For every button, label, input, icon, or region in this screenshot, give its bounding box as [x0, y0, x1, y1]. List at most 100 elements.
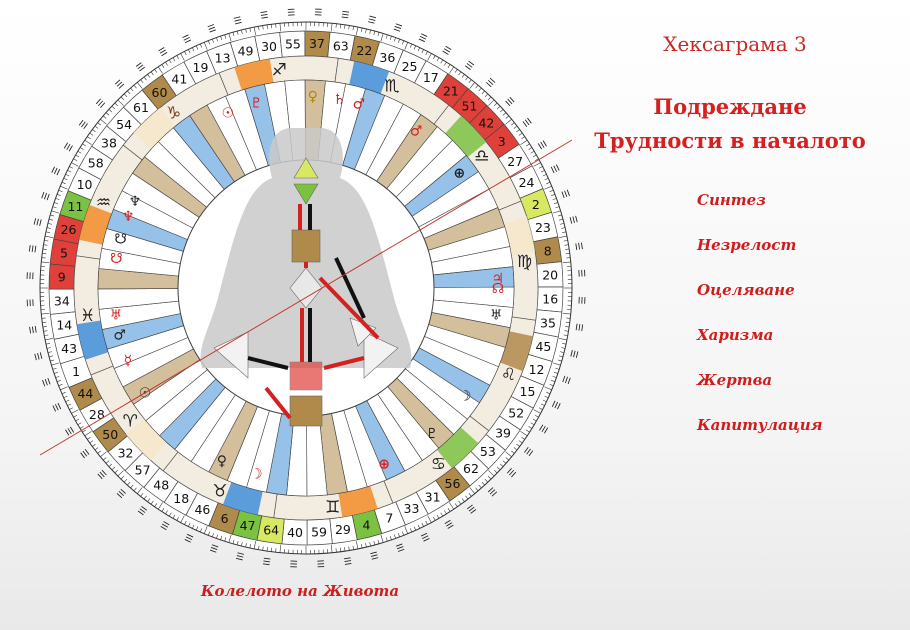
hexagram-glyph: ☰ [182, 34, 194, 47]
hexagram-glyph: ☰ [485, 485, 498, 498]
throat-center [292, 230, 320, 262]
hexagram-glyph: ☰ [63, 142, 76, 154]
hexagram-glyph: ☰ [504, 465, 517, 478]
hexagram-glyph: ☰ [463, 60, 475, 73]
gate-number: 50 [102, 427, 118, 442]
planet-icon: ♆ [122, 209, 135, 225]
hexagram-glyph: ☰ [160, 518, 172, 531]
gate-number: 16 [542, 291, 558, 306]
gate-number: 23 [535, 220, 551, 235]
gate-number: 12 [529, 362, 545, 377]
planet-icon: ♆ [129, 194, 142, 210]
gate-number: 39 [495, 425, 511, 440]
gate-number: 49 [238, 44, 254, 59]
hexagram-glyph: ☰ [575, 269, 585, 278]
gate-number: 46 [194, 502, 210, 517]
gate-number: 52 [508, 405, 524, 420]
planet-icon: ♂ [353, 96, 366, 112]
hexagram-glyph: ☰ [572, 242, 583, 251]
gate-number: 20 [542, 267, 558, 282]
hexagram-glyph: ☰ [440, 45, 452, 58]
zodiac-sign-icon: ♈ [123, 411, 138, 431]
keyword-item: Жертва [697, 366, 823, 411]
gate-number: 9 [58, 270, 66, 285]
hexagram-glyph: ☰ [567, 215, 579, 225]
hexagram-glyph: ☰ [26, 271, 36, 280]
zodiac-sign-icon: ♍ [517, 252, 532, 272]
gate-number: 1 [72, 364, 80, 379]
gate-number: 55 [285, 36, 301, 51]
hexagram-title: Хексаграма 3 [600, 32, 870, 56]
gate-number: 8 [544, 244, 552, 259]
planet-icon: ☋ [114, 231, 126, 247]
hexagram-glyph: ☰ [207, 23, 218, 35]
hexagram-glyph: ☰ [34, 351, 46, 361]
keyword-item: Оцеляване [697, 276, 823, 321]
gate-number: 29 [335, 522, 351, 537]
hexagram-glyph: ☰ [114, 79, 127, 92]
gate-number: 14 [56, 317, 72, 332]
gate-number: 28 [89, 407, 105, 422]
root-center [290, 396, 322, 426]
hexagram-glyph: ☰ [209, 541, 220, 553]
gate-number: 4 [362, 517, 370, 532]
gate-number: 54 [116, 117, 132, 132]
zodiac-sign-icon: ♎ [474, 147, 489, 167]
gate-number: 33 [404, 501, 420, 516]
gate-number: 48 [153, 478, 169, 493]
hexagram-glyph: ☰ [235, 549, 245, 561]
gate-number: 24 [519, 175, 535, 190]
hexagram-glyph: ☰ [394, 540, 405, 552]
gate-number: 47 [240, 518, 256, 533]
planet-icon: ☋ [110, 251, 122, 267]
hexagram-glyph: ☰ [95, 98, 108, 111]
planet-icon: ☉ [139, 386, 152, 402]
gate-number: 22 [356, 43, 372, 58]
gate-number: 41 [171, 71, 187, 86]
gate-number: 53 [480, 444, 496, 459]
gate-number: 27 [507, 154, 523, 169]
hexagram-glyph: ☰ [465, 502, 477, 515]
planet-icon: ♂ [410, 124, 423, 140]
gate-number: 31 [425, 490, 441, 505]
hexagram-glyph: ☰ [536, 422, 549, 434]
planet-icon: ☉ [222, 106, 235, 122]
zodiac-sign-icon: ♒ [96, 193, 111, 213]
zodiac-sign-icon: ♏ [384, 76, 399, 96]
gate-number: 56 [445, 476, 461, 491]
gate-number: 18 [173, 491, 189, 506]
gate-number: 51 [461, 99, 477, 114]
hexagram-glyph: ☰ [52, 401, 65, 413]
planet-icon: ♇ [426, 426, 439, 442]
life-wheel: ☰☰☰☰☰☰☰☰☰☰☰☰☰☰☰☰☰☰☰☰☰☰☰☰☰☰☰☰☰☰☰☰☰☰☰☰☰☰☰☰… [0, 0, 640, 630]
hexagram-name: Подреждане Трудности в началото [585, 90, 875, 158]
gate-number: 40 [287, 525, 303, 540]
hexagram-glyph: ☰ [559, 374, 571, 385]
planet-icon: ♅ [110, 308, 123, 324]
hexagram-glyph: ☰ [316, 557, 325, 567]
keyword-item: Синтез [697, 186, 823, 231]
gate-number: 64 [263, 523, 279, 538]
hexagram-glyph: ☰ [41, 376, 53, 387]
gate-number: 30 [261, 39, 277, 54]
hexagram-glyph: ☰ [549, 399, 561, 411]
gate-number: 43 [61, 341, 77, 356]
planet-icon: ☽ [250, 466, 263, 482]
hexagram-glyph: ☰ [158, 46, 170, 59]
gate-number: 38 [101, 136, 117, 151]
hexagram-glyph: ☰ [392, 23, 403, 35]
hexagram-glyph: ☰ [262, 555, 271, 566]
hexagram-glyph: ☰ [340, 10, 349, 21]
zodiac-sign-icon: ♊ [325, 497, 340, 517]
planet-icon: ♀ [217, 454, 227, 470]
gate-number: 3 [498, 134, 506, 149]
planet-icon: ⊕ [378, 456, 390, 472]
keyword-list: Синтез Незрелост Оцеляване Харизма Жертв… [697, 186, 823, 456]
hexagram-glyph: ☰ [78, 119, 91, 131]
gate-number: 58 [88, 156, 104, 171]
hexagram-glyph: ☰ [289, 558, 298, 568]
gate-number: 42 [478, 116, 494, 131]
gate-number: 7 [385, 510, 393, 525]
planet-icon: ⊕ [453, 165, 465, 181]
gate-number: 6 [221, 511, 229, 526]
